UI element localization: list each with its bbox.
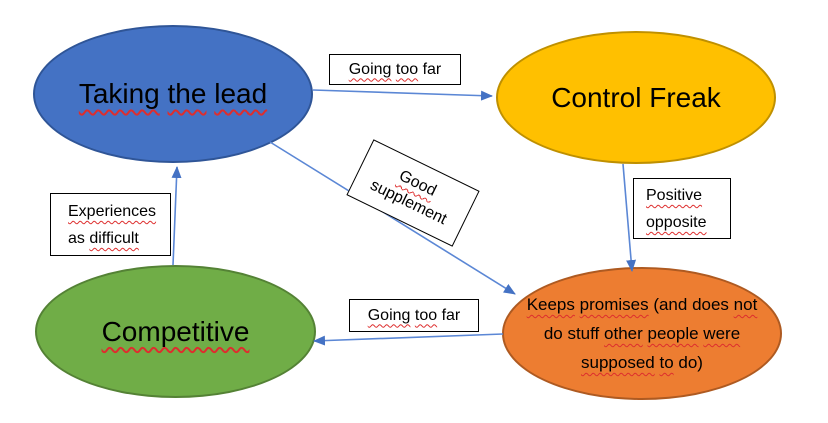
node-taking-the-lead-label: Taking the lead bbox=[78, 78, 268, 109]
positive-opposite-line-1: Positive bbox=[646, 187, 703, 204]
positive-opposite-line-2: opposite bbox=[646, 214, 707, 231]
node-keeps-promises[interactable]: Keeps promises (and does not do stuff ot… bbox=[502, 267, 782, 400]
node-competitive[interactable]: Competitive bbox=[35, 265, 316, 398]
keeps-promises-line-1: Keeps promises (and does not bbox=[526, 295, 758, 314]
edge-label-going-too-far-top-text: Going too far bbox=[348, 60, 442, 78]
edge-label-going-too-far-top[interactable]: Going too far bbox=[329, 54, 461, 85]
connector-keeps-to-competitive[interactable] bbox=[313, 333, 504, 346]
keeps-promises-line-3: supposed to do) bbox=[581, 353, 703, 372]
node-keeps-promises-label: Keeps promises (and does not do stuff ot… bbox=[527, 290, 758, 377]
experiences-line-2: as difficult bbox=[68, 230, 139, 247]
connector-competitive-to-lead[interactable] bbox=[171, 166, 182, 266]
connector-lead-to-keeps[interactable] bbox=[269, 141, 516, 295]
edge-label-going-too-far-bottom[interactable]: Going too far bbox=[349, 299, 479, 332]
node-competitive-label: Competitive bbox=[101, 315, 250, 347]
edge-label-going-too-far-bottom-text: Going too far bbox=[367, 306, 461, 324]
connector-lead-to-control[interactable] bbox=[312, 89, 493, 101]
connector-control-to-keeps[interactable] bbox=[622, 163, 637, 272]
edge-label-experiences-as-difficult[interactable]: Experiences as difficult bbox=[50, 193, 171, 256]
node-control-freak[interactable]: Control Freak bbox=[496, 31, 776, 164]
node-control-freak-label: Control Freak bbox=[551, 81, 721, 113]
node-taking-the-lead[interactable]: Taking the lead bbox=[33, 25, 313, 163]
edge-label-positive-opposite[interactable]: Positive opposite bbox=[633, 178, 731, 239]
keeps-promises-line-2: do stuff other people were bbox=[543, 324, 741, 343]
experiences-line-1: Experiences bbox=[68, 203, 157, 220]
